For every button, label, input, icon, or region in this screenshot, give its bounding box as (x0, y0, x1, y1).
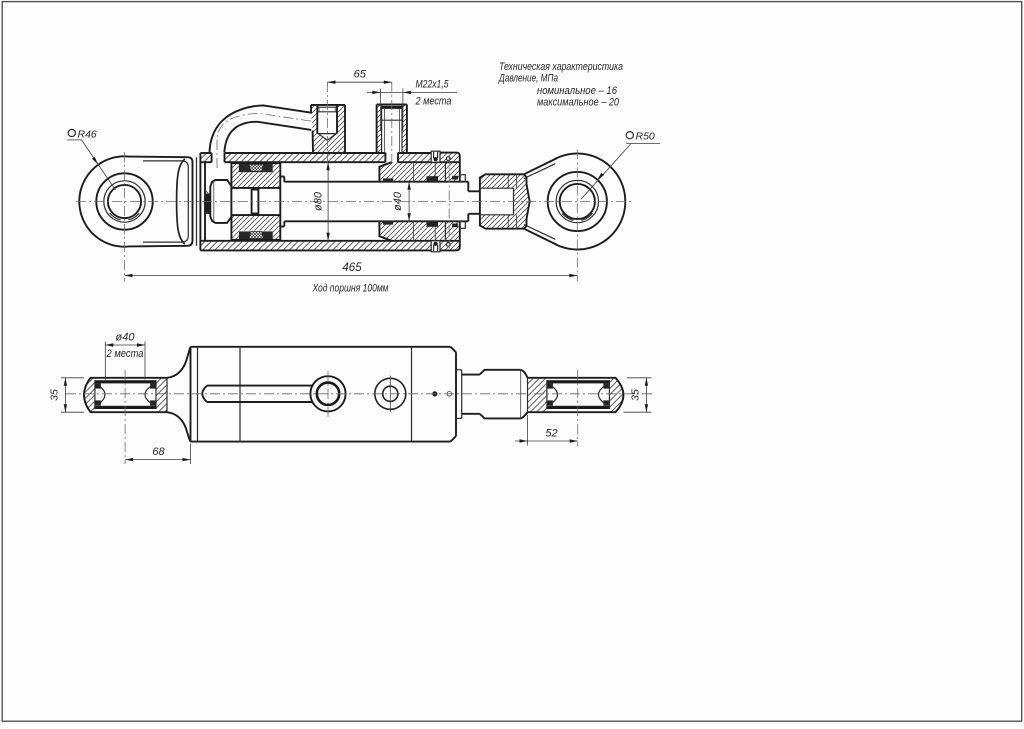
svg-text:максимальное – 20: максимальное – 20 (537, 97, 620, 109)
svg-text:465: 465 (342, 262, 362, 274)
svg-text:35: 35 (630, 389, 642, 401)
svg-text:2 места: 2 места (106, 348, 144, 360)
svg-text:65: 65 (354, 69, 367, 81)
svg-text:Ход поршня 100мм: Ход поршня 100мм (312, 283, 389, 295)
svg-text:Техническая характеристика: Техническая характеристика (499, 61, 623, 73)
svg-text:ø40: ø40 (116, 332, 136, 344)
svg-text:М22х1,5: М22х1,5 (416, 79, 450, 91)
svg-text:ø40: ø40 (392, 191, 404, 211)
svg-text:R46: R46 (78, 128, 97, 140)
svg-text:Давление, МПа: Давление, МПа (498, 72, 558, 84)
svg-text:ø80: ø80 (313, 191, 325, 211)
svg-text:номинальное – 16: номинальное – 16 (537, 85, 618, 97)
svg-text:52: 52 (545, 427, 557, 439)
svg-text:R50: R50 (636, 131, 655, 143)
svg-text:2 места: 2 места (415, 96, 452, 108)
svg-text:35: 35 (49, 389, 61, 401)
svg-text:68: 68 (152, 446, 165, 458)
